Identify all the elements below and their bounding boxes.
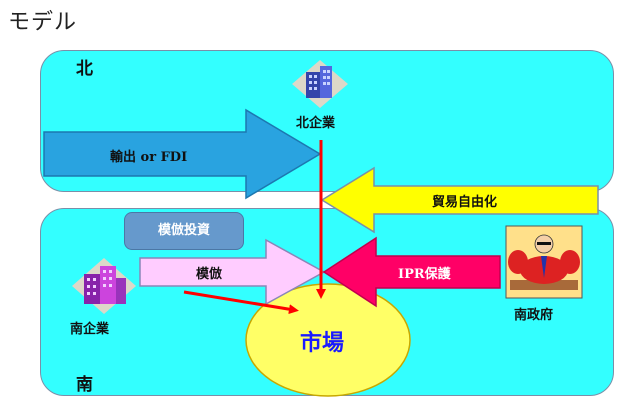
- south-government-label: 南政府: [514, 308, 554, 323]
- north-company-building-icon: [292, 60, 348, 108]
- south-to-market-line: [183, 290, 299, 315]
- south-label: 南: [76, 375, 93, 395]
- trade-liberalization-arrow: [320, 166, 599, 234]
- trade-liberalization-label: 貿易自由化: [432, 195, 498, 210]
- export-fdi-arrow: [43, 108, 322, 200]
- export-fdi-label: 輸出 or FDI: [110, 150, 188, 165]
- north-label: 北: [76, 59, 93, 79]
- ipr-protection-arrow: [322, 236, 501, 308]
- imitation-label: 模倣: [196, 267, 223, 282]
- imitation-investment-callout: 模倣投資: [124, 212, 244, 250]
- south-company-building-icon: [72, 258, 136, 314]
- government-bodybuilder-icon: [505, 225, 583, 299]
- market-ellipse: [245, 283, 411, 397]
- market-label: 市場: [300, 330, 345, 356]
- page-title: モデル: [8, 10, 78, 35]
- north-company-label: 北企業: [296, 116, 336, 131]
- south-company-label: 南企業: [70, 322, 110, 337]
- ipr-protection-label: IPR保護: [398, 267, 451, 282]
- imitation-arrow: [139, 238, 326, 306]
